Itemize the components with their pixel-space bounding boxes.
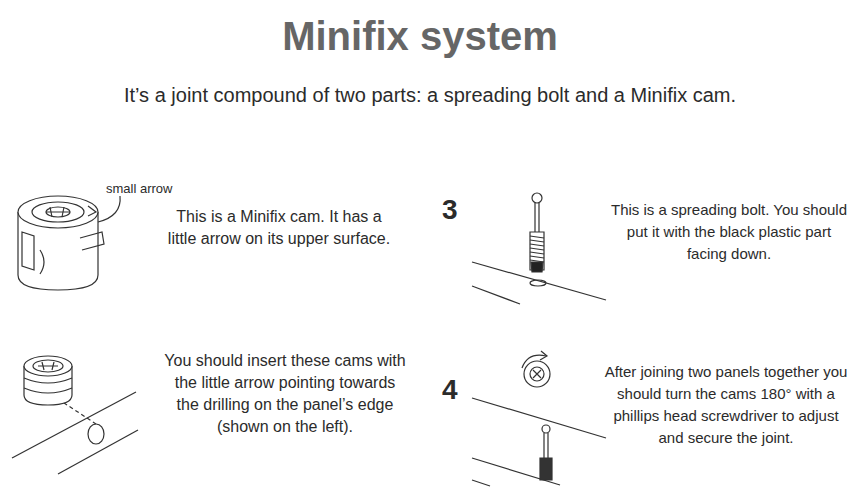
- subtitle: It’s a joint compound of two parts: a sp…: [30, 84, 830, 106]
- minifix-cam: [18, 196, 104, 290]
- panel: [12, 392, 138, 474]
- thread: [530, 236, 544, 262]
- panel: [472, 398, 606, 486]
- part-name: small arrow: [106, 181, 196, 197]
- thread-stroke: [530, 248, 544, 250]
- thread-stroke: [530, 236, 544, 238]
- note: This is a Minifix cam. It has a little a…: [163, 206, 395, 250]
- minifix-cam: [24, 356, 72, 405]
- minifix-cam-top: [522, 351, 550, 387]
- panel: [472, 262, 606, 304]
- thread-stroke: [530, 260, 544, 262]
- note: You should insert these cams with the li…: [164, 350, 406, 438]
- callout-number: 4: [442, 373, 472, 407]
- note: After joining two panels together you sh…: [604, 361, 848, 449]
- spreading-bolt: [540, 425, 552, 480]
- thread-stroke: [530, 252, 544, 254]
- callout-number: 3: [442, 193, 472, 227]
- note: This is a spreading bolt. You should put…: [610, 199, 848, 265]
- leader-line: [98, 196, 120, 222]
- page-title: Minifix system: [0, 12, 840, 60]
- thread-stroke: [530, 244, 544, 246]
- thread-stroke: [530, 256, 544, 258]
- spreading-bolt: [530, 193, 544, 272]
- thread-stroke: [530, 240, 544, 242]
